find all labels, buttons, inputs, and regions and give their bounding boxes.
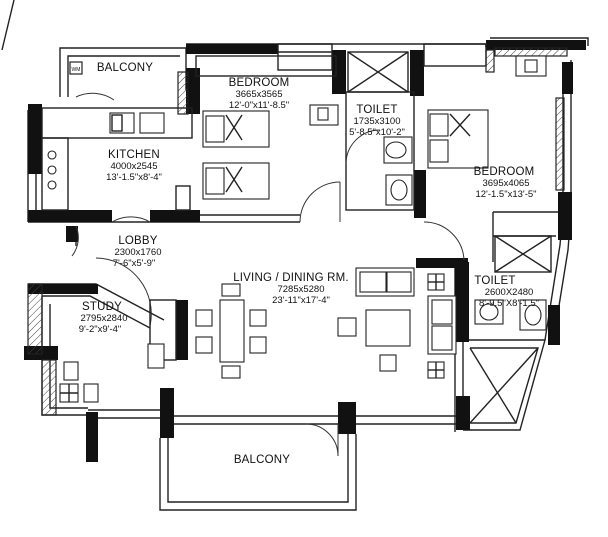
- toilet-1: [345, 91, 415, 211]
- toilet-2-metric: 2600X2480: [485, 287, 534, 298]
- balcony-top-name: BALCONY: [97, 62, 153, 74]
- balcony-bottom: [159, 434, 357, 511]
- lobby-imperial: 7'-6"x5'-9": [113, 258, 156, 269]
- kitchen: [41, 107, 193, 223]
- window-strip-top: [277, 43, 487, 93]
- toilet-1-imperial: 5'-8.5"x10'-2": [349, 127, 405, 138]
- outline-walls: [27, 37, 589, 432]
- living-name: LIVING / DINING RM.: [233, 272, 349, 284]
- study: [59, 361, 99, 403]
- lobby: [71, 225, 152, 327]
- bedroom-1-name: BEDROOM: [229, 77, 290, 89]
- study-metric: 2795x2840: [80, 313, 127, 324]
- bedroom-2-metric: 3695x4065: [482, 178, 529, 189]
- balcony-bottom-name: BALCONY: [234, 454, 290, 466]
- study-imperial: 9'-2"x9'-4": [79, 324, 122, 335]
- hatched-walls: [27, 47, 568, 416]
- bedroom-1: [195, 55, 341, 223]
- toilet-2-name: TOILET: [474, 275, 515, 287]
- bedroom-2-name: BEDROOM: [474, 166, 535, 178]
- wm-label: WM: [72, 67, 81, 73]
- living-metric: 7285x5280: [277, 284, 324, 295]
- lobby-metric: 2300x1760: [114, 247, 161, 258]
- structural-columns: [24, 40, 586, 462]
- room-labels: BEDROOM 3665x3565 12'-0"x11'-8.5" TOILET…: [79, 77, 539, 466]
- toilet-2-imperial: 8'-9.5"X8'-1.5": [479, 298, 539, 309]
- kitchen-imperial: 13'-1.5"x8'-4": [106, 172, 162, 183]
- bedroom-2-imperial: 12'-1.5"x13'-5": [475, 189, 536, 200]
- toilet-1-metric: 1735x3100: [353, 116, 400, 127]
- edge-line: [1, 0, 15, 51]
- balcony-top: WM BALCONY: [69, 61, 153, 101]
- toilet-1-name: TOILET: [356, 104, 397, 116]
- toilet-2: [469, 235, 552, 424]
- bedroom-1-imperial: 12'-0"x11'-8.5": [229, 100, 289, 111]
- study-name: STUDY: [82, 301, 122, 313]
- bedroom-1-metric: 3665x3565: [235, 89, 282, 100]
- lobby-name: LOBBY: [118, 235, 157, 247]
- kitchen-metric: 4000x2545: [110, 161, 157, 172]
- bedroom-2: [423, 55, 547, 261]
- living-dining: [147, 267, 457, 457]
- kitchen-name: KITCHEN: [108, 149, 160, 161]
- living-imperial: 23'-11"x17'-4": [272, 295, 330, 306]
